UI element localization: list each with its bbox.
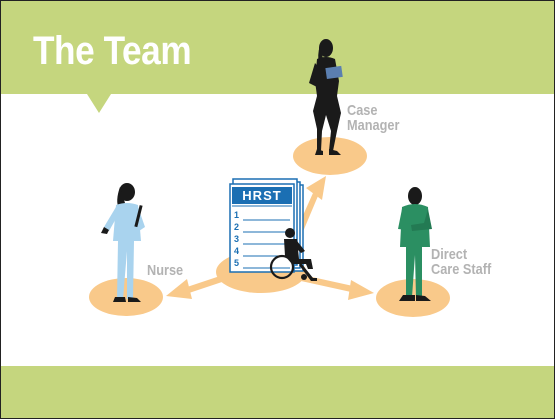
case-manager-label-line1: Case bbox=[347, 102, 378, 119]
case-manager-figure bbox=[309, 39, 343, 155]
footer-bar bbox=[1, 366, 554, 418]
direct-care-staff-figure bbox=[398, 187, 432, 301]
arrow-to-nurse bbox=[166, 275, 225, 299]
nurse-label: Nurse bbox=[147, 262, 184, 279]
hrst-heading: HRST bbox=[242, 188, 281, 203]
title-banner: The Team bbox=[1, 1, 554, 94]
case-manager-ellipse bbox=[293, 137, 367, 175]
direct-care-label-line2: Care Staff bbox=[431, 261, 492, 278]
hrst-item-number: 3 bbox=[234, 234, 239, 244]
hrst-item-number: 2 bbox=[234, 222, 239, 232]
nurse-figure bbox=[101, 183, 145, 302]
hrst-item-number: 1 bbox=[234, 210, 239, 220]
case-manager-label: Case Manager bbox=[347, 103, 399, 133]
direct-care-label: Direct Care Staff bbox=[431, 247, 491, 277]
slide-title: The Team bbox=[33, 29, 192, 73]
direct-care-label-line1: Direct bbox=[431, 246, 468, 263]
title-banner-pointer bbox=[87, 94, 111, 113]
nurse-ellipse bbox=[89, 278, 163, 316]
wheelchair-user-figure bbox=[269, 228, 317, 281]
hrst-item-number: 4 bbox=[234, 246, 239, 256]
hrst-item-number: 5 bbox=[234, 258, 239, 268]
case-manager-label-line2: Manager bbox=[347, 117, 400, 134]
